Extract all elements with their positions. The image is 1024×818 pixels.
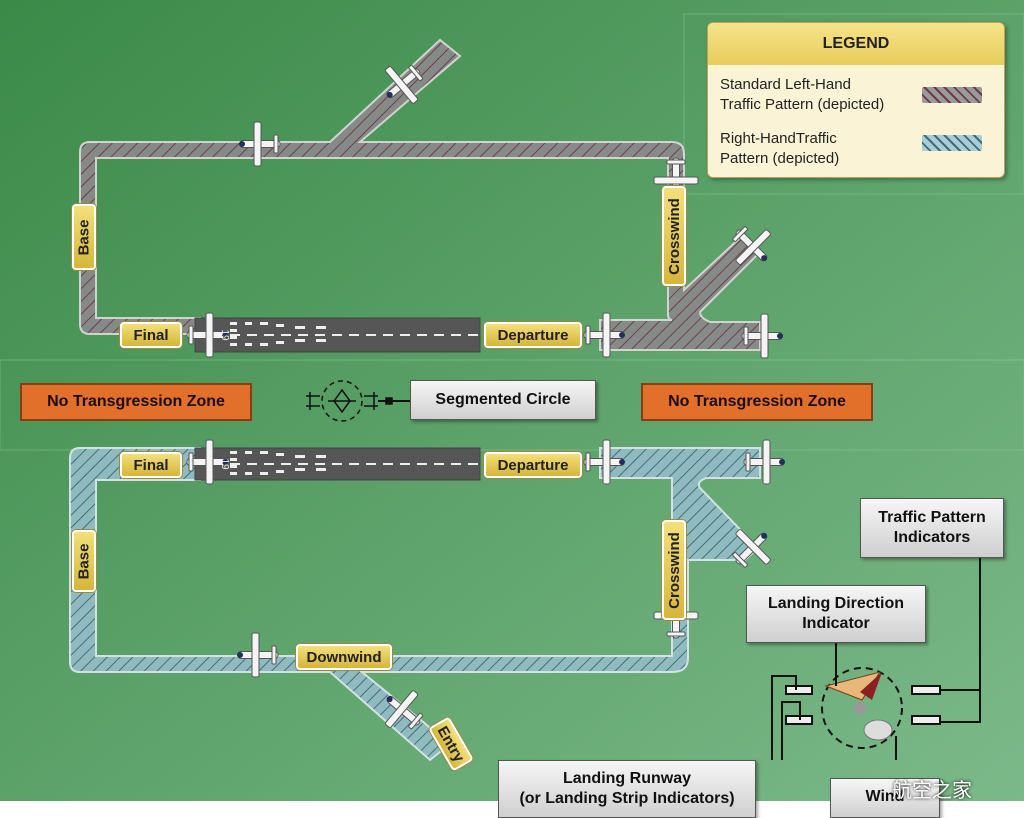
left-no-transgression-zone: No Transgression Zone (20, 383, 252, 421)
right-no-transgression-zone: No Transgression Zone (641, 383, 873, 421)
landing-direction-indicator-callout: Landing Direction Indicator (746, 585, 926, 643)
segmented-circle-symbol (306, 380, 410, 422)
lower-final-label: Final (120, 452, 182, 478)
segmented-circle-detail (771, 556, 981, 760)
upper_pattern-runway-number: 19 (219, 329, 230, 341)
legend-right-hand-label: Right-HandTraffic Pattern (depicted) (720, 130, 840, 167)
lower-downwind-label: Downwind (296, 644, 392, 670)
traffic-pattern-indicators-callout: Traffic Pattern Indicators (860, 498, 1004, 558)
runway-markings-lower (230, 451, 326, 475)
runway-markings-upper (230, 322, 326, 346)
lower-base-label: Base (72, 530, 96, 592)
watermark: 航空之家 (892, 778, 972, 802)
segmented-circle-callout: Segmented Circle (410, 380, 596, 420)
legend-left-hand-swatch (922, 87, 982, 103)
legend-right-hand-swatch (922, 135, 982, 151)
upper-base-label: Base (72, 204, 96, 270)
legend: LEGEND Standard Left-Hand Traffic Patter… (707, 22, 1005, 178)
upper-departure-label: Departure (484, 322, 582, 348)
lower-crosswind-label: Crosswind (662, 520, 686, 620)
landing-runway-callout: Landing Runway (or Landing Strip Indicat… (498, 760, 756, 818)
upper-crosswind-label: Crosswind (662, 186, 686, 286)
lower-departure-label: Departure (484, 452, 582, 478)
upper-final-label: Final (120, 322, 182, 348)
left-hand-pattern (79, 38, 762, 353)
legend-left-hand-label: Standard Left-Hand Traffic Pattern (depi… (720, 76, 885, 113)
lower_pattern-runway-number: 19 (219, 458, 230, 470)
legend-title: LEGEND (708, 23, 1004, 65)
